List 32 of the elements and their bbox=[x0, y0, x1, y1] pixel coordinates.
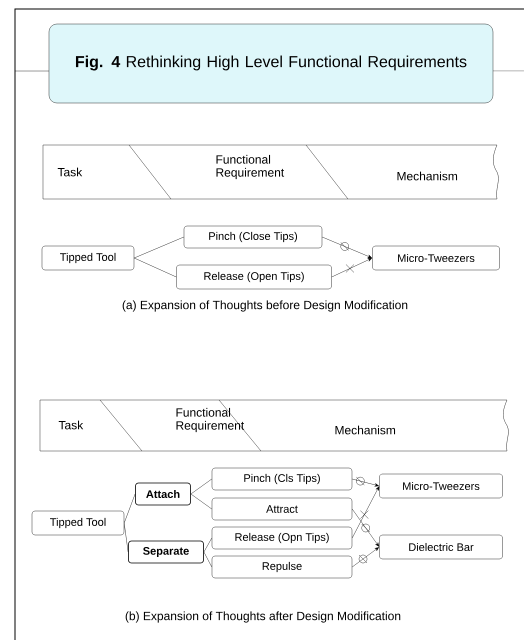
connector bbox=[124, 522, 128, 552]
connector bbox=[332, 258, 372, 278]
title-box: Fig. 4 Rethinking High Level Functional Requirements bbox=[48, 24, 494, 104]
header-band: Task Functional Requirement Mechanism bbox=[40, 400, 509, 452]
process-box: Tipped Tool bbox=[32, 510, 124, 536]
process-box: Tipped Tool bbox=[42, 246, 134, 270]
connector bbox=[352, 478, 379, 487]
process-box: Separate bbox=[128, 540, 204, 564]
process-box: Pinch (Close Tips) bbox=[184, 226, 322, 248]
process-box: Micro-Tweezers bbox=[372, 246, 500, 270]
connector bbox=[204, 552, 212, 568]
process-box: Pinch (Cls Tips) bbox=[212, 468, 352, 490]
process-box: Attach bbox=[135, 482, 191, 506]
connector bbox=[190, 478, 212, 494]
connector bbox=[134, 258, 176, 278]
connector bbox=[352, 486, 380, 538]
connector bbox=[352, 547, 380, 568]
connector bbox=[322, 236, 372, 258]
connector bbox=[190, 494, 212, 510]
process-box: Release (Open Tips) bbox=[176, 264, 332, 290]
process-box: Dielectric Bar bbox=[379, 534, 503, 560]
process-box: Repulse bbox=[212, 556, 352, 578]
connector bbox=[352, 508, 380, 547]
process-box: Release (Opn Tips) bbox=[212, 526, 352, 550]
connector bbox=[204, 538, 212, 552]
caption: (a) Expansion of Thoughts before Design Modification bbox=[122, 300, 408, 312]
connector bbox=[124, 494, 136, 524]
process-box: Attract bbox=[212, 498, 352, 520]
caption: (b) Expansion of Thoughts after Design Modification bbox=[126, 611, 400, 623]
process-box: Micro-Tweezers bbox=[379, 474, 503, 498]
connector bbox=[134, 236, 184, 258]
header-band: Task Functional Requirement Mechanism bbox=[42, 144, 499, 200]
